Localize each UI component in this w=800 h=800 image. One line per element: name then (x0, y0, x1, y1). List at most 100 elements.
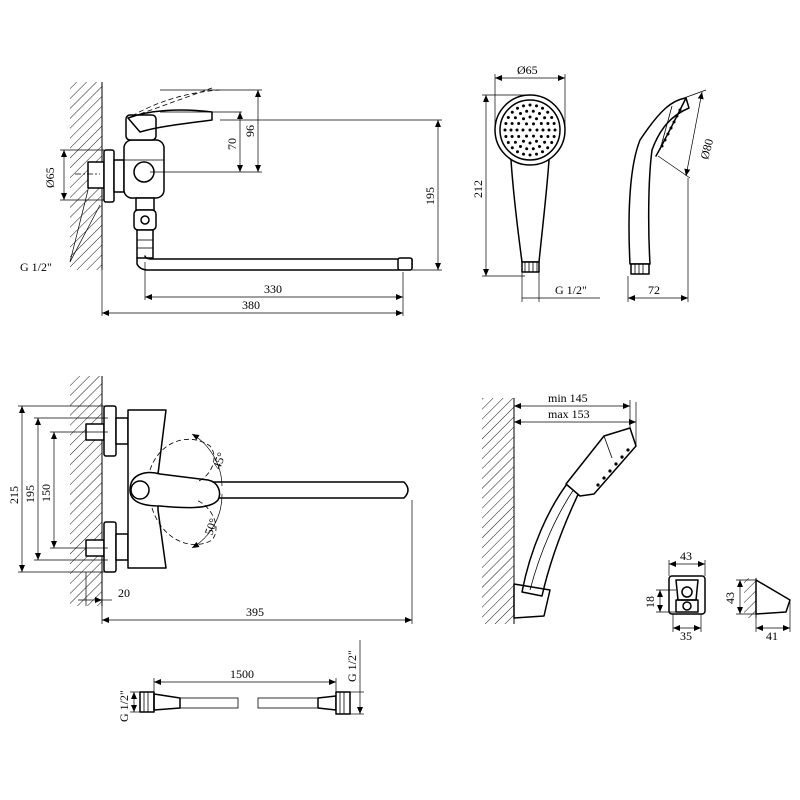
nozzle-dot (543, 116, 547, 120)
nozzle-dot (519, 145, 522, 148)
nozzle-dot (546, 122, 550, 125)
nozzle-dot (509, 128, 513, 132)
side-nozzle-row (660, 108, 682, 148)
label-shower-thread: G 1/2" (555, 283, 587, 297)
nozzle-dot (513, 140, 517, 144)
nozzle-dot (538, 112, 541, 115)
nozzle-dot (528, 103, 532, 107)
nozzle-dot (525, 109, 529, 113)
nozzle-dot (546, 135, 550, 138)
label-h96: 96 (243, 125, 257, 137)
nozzle-dot (541, 106, 544, 110)
nozzle-dot (522, 152, 525, 156)
nozzle-dot (503, 128, 507, 132)
label-head-d80: Ø80 (697, 137, 716, 161)
nozzle-dot (513, 116, 517, 120)
nozzle-dot (535, 128, 539, 132)
nozzle-dot (517, 135, 521, 138)
nozzle-dot (506, 116, 510, 119)
nozzle-dot (525, 134, 528, 138)
label-w330: 330 (264, 282, 282, 296)
nozzle-dot (546, 110, 550, 114)
hose-view: 1500 G 1/2" G 1/2" (117, 640, 364, 722)
nozzle-dot (510, 110, 514, 114)
hand-shower-side-view: Ø80 72 (627, 89, 716, 302)
nozzle-dot (550, 116, 554, 119)
holder-nozzle-row (596, 448, 630, 487)
label-angle50: 50° (202, 516, 221, 537)
label-hose-thread-left: G 1/2" (117, 690, 131, 722)
label-max153: max 153 (548, 407, 590, 421)
nozzle-dot (504, 122, 508, 125)
label-min145: min 145 (548, 391, 588, 405)
nozzle-dot (510, 146, 514, 150)
label-angle45: 45° (210, 450, 229, 471)
label-d65-wall: Ø65 (43, 167, 57, 188)
nozzle-dot (535, 152, 538, 156)
nozzle-dot (516, 150, 519, 154)
nozzle-dot (532, 134, 535, 138)
nozzle-dot (539, 135, 543, 138)
nozzle-dot (531, 109, 535, 113)
nozzle-dot (550, 141, 554, 144)
nozzle-dot (541, 150, 544, 154)
label-head-d65: Ø65 (517, 63, 538, 77)
nozzle-dot (522, 117, 525, 121)
nozzle-dot (504, 135, 508, 138)
nozzle-dot (516, 106, 519, 110)
nozzle-dot (535, 117, 538, 121)
holder-side-view: 43 41 (723, 578, 791, 643)
nozzle-dot (510, 135, 514, 138)
mixer-front-view: 45° 50° 215 195 150 20 395 (7, 376, 413, 624)
label-b35: 35 (680, 629, 692, 643)
nozzle-dot (547, 128, 551, 132)
label-h215: 215 (7, 486, 21, 504)
nozzle-dot (528, 115, 532, 119)
nozzle-dot (535, 104, 538, 108)
mixer-side-view: Ø65 G 1/2" 70 96 195 330 380 (20, 82, 442, 316)
nozzle-pattern (503, 103, 557, 157)
nozzle-dot (517, 122, 521, 125)
holder-front-view: 43 18 35 (643, 549, 706, 643)
label-hose-thread-right: G 1/2" (345, 650, 359, 682)
nozzle-dot (541, 128, 545, 132)
nozzle-dot (525, 122, 528, 126)
label-w72: 72 (648, 283, 660, 297)
nozzle-dot (525, 147, 529, 151)
nozzle-dot (522, 139, 525, 143)
shower-in-holder-view: min 145 max 153 (482, 391, 637, 624)
label-b43-top: 43 (680, 549, 692, 563)
nozzle-dot (543, 140, 547, 144)
nozzle-dot (553, 128, 557, 132)
nozzle-dot (521, 128, 525, 132)
nozzle-dot (546, 146, 550, 150)
label-hose-length: 1500 (230, 667, 254, 681)
label-w395: 395 (246, 605, 264, 619)
label-thread-left: G 1/2" (20, 260, 52, 274)
nozzle-dot (515, 128, 519, 132)
label-w380: 380 (242, 298, 260, 312)
nozzle-dot (552, 135, 556, 138)
nozzle-dot (535, 139, 538, 143)
label-w20: 20 (118, 586, 130, 600)
label-h70: 70 (225, 138, 239, 150)
nozzle-dot (528, 128, 532, 132)
nozzle-dot (519, 112, 522, 115)
nozzle-dot (538, 145, 541, 148)
nozzle-dot (528, 141, 532, 145)
label-b41: 41 (766, 629, 778, 643)
nozzle-dot (532, 122, 535, 126)
nozzle-dot (510, 122, 514, 125)
nozzle-dot (531, 147, 535, 151)
nozzle-dot (506, 141, 510, 144)
nozzle-dot (552, 122, 556, 125)
nozzle-dot (522, 104, 525, 108)
nozzle-dot (539, 122, 543, 125)
label-b43-side: 43 (723, 592, 737, 604)
label-h212: 212 (471, 180, 485, 198)
label-h195-front: 195 (23, 485, 37, 503)
label-h150: 150 (39, 484, 53, 502)
label-b18: 18 (643, 596, 657, 608)
nozzle-dot (528, 153, 532, 157)
hand-shower-front-view: Ø65 212 G 1/2" (471, 63, 600, 302)
